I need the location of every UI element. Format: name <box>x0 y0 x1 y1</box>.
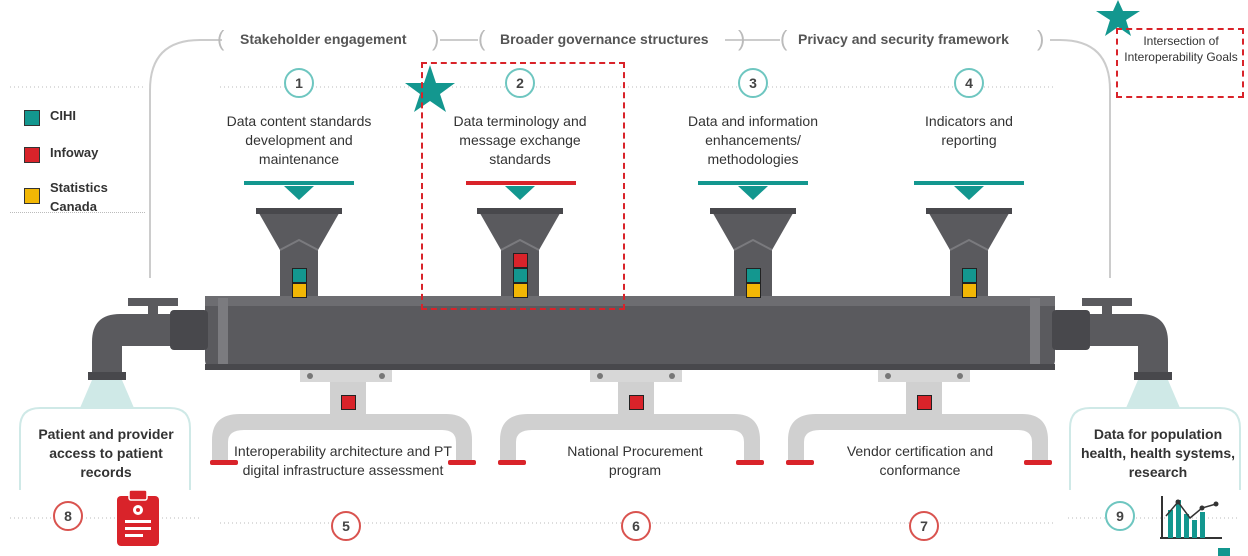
mount-5-infoway-block <box>341 395 356 410</box>
bracket-open: ( <box>478 26 486 51</box>
step-label-7: Vendor certification and conformance <box>846 443 994 478</box>
legend-swatch <box>24 110 40 126</box>
intersection-callout-text: Intersection of Interoperability Goals <box>1124 34 1238 64</box>
funnels <box>256 208 1012 308</box>
funnel-3-cihi-block <box>746 268 761 283</box>
funnel-4-cihi-block <box>962 268 977 283</box>
step-number-4: 4 <box>954 68 984 98</box>
left-tap <box>80 298 208 408</box>
mount-7-infoway-block <box>917 395 932 410</box>
intersection-callout <box>1116 28 1244 98</box>
header-stakeholder-engagement: Stakeholder engagement <box>236 31 411 47</box>
legend-label: Infoway <box>50 145 99 160</box>
bracket-close: ) <box>432 26 440 51</box>
left-output-label: Patient and provider access to patient r… <box>38 426 174 480</box>
funnel-2-cihi-block <box>513 268 528 283</box>
input-indicators <box>244 181 1024 200</box>
funnel-1-statcan-block <box>292 283 307 298</box>
funnel-1 <box>256 208 342 308</box>
legend-swatch <box>24 188 40 204</box>
mount-6-infoway-block <box>629 395 644 410</box>
header-bracket <box>149 39 1111 278</box>
legend-statcan: Statistics Canada <box>24 178 120 216</box>
step-label-2: Data terminology and message exchange st… <box>453 113 587 167</box>
left-output-frame <box>19 407 191 490</box>
funnel-4-statcan-block <box>962 283 977 298</box>
step-number-2: 2 <box>505 68 535 98</box>
legend-cihi: CIHI <box>24 108 76 126</box>
highlight-box-step-2 <box>421 62 625 310</box>
right-output-frame <box>1069 407 1241 490</box>
main-pipe <box>205 296 1055 370</box>
callout-star-icon <box>1096 0 1140 36</box>
clipboard-icon <box>117 489 159 546</box>
funnel-2-statcan-block <box>513 283 528 298</box>
step-label-1: Data content standards development and m… <box>226 113 372 167</box>
legend-label: Statistics Canada <box>50 180 108 214</box>
step-number-9: 9 <box>1105 501 1135 531</box>
star-icon <box>405 65 455 112</box>
legend-swatch <box>24 147 40 163</box>
legend-label: CIHI <box>50 108 76 123</box>
legend-divider <box>10 212 145 213</box>
bottom-branch-pipes <box>210 414 1052 465</box>
header-privacy: Privacy and security framework <box>794 31 1013 47</box>
step-number-8: 8 <box>53 501 83 531</box>
funnel-1-cihi-block <box>292 268 307 283</box>
step-number-1: 1 <box>284 68 314 98</box>
step-label-5: Interoperability architecture and PT dig… <box>234 443 452 478</box>
step-number-3: 3 <box>738 68 768 98</box>
bracket-open: ( <box>217 26 225 51</box>
bar-chart-icon <box>1160 496 1230 556</box>
right-output-label: Data for population health, health syste… <box>1080 426 1236 480</box>
funnel-3 <box>710 208 796 308</box>
funnel-4 <box>926 208 1012 308</box>
step-number-5: 5 <box>331 511 361 541</box>
step-label-3: Data and information enhancements/ metho… <box>688 113 818 167</box>
bracket-open: ( <box>780 26 788 51</box>
step-number-7: 7 <box>909 511 939 541</box>
step-label-4: Indicators and reporting <box>925 113 1013 148</box>
bracket-close: ) <box>1037 26 1045 51</box>
step-label-6: National Procurement program <box>567 443 703 478</box>
funnel-2-infoway-block <box>513 253 528 268</box>
dotted-lines <box>10 86 1240 524</box>
header-governance: Broader governance structures <box>496 31 713 47</box>
step-number-6: 6 <box>621 511 651 541</box>
funnel-3-statcan-block <box>746 283 761 298</box>
bracket-close: ) <box>738 26 746 51</box>
legend-infoway: Infoway <box>24 145 98 163</box>
right-tap <box>1052 298 1180 408</box>
